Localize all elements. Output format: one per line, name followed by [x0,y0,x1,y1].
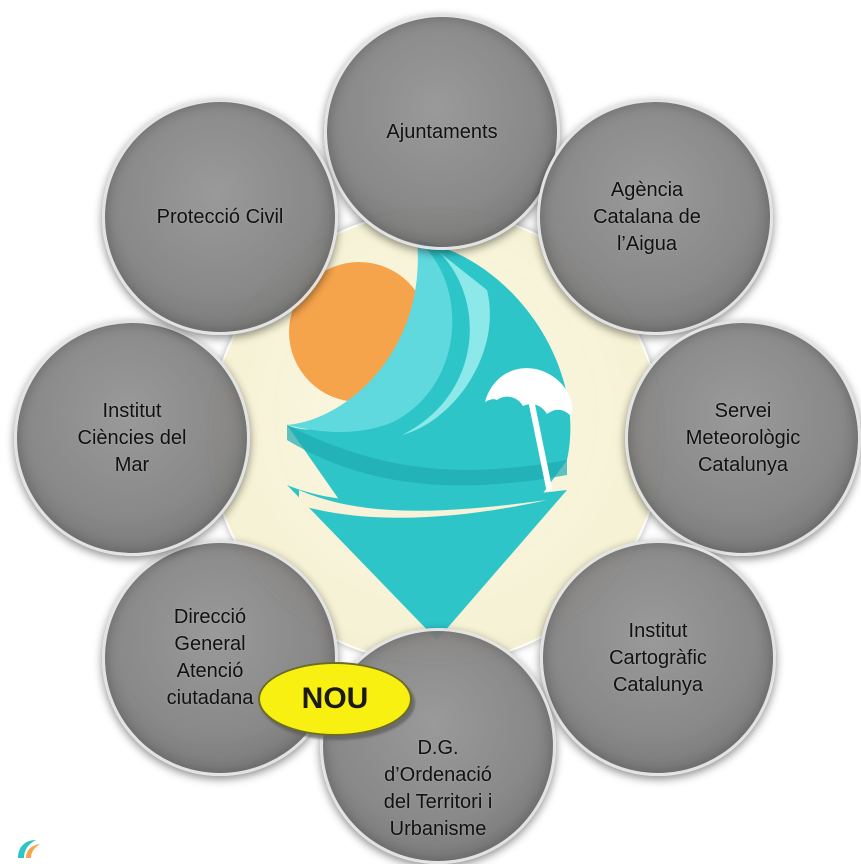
node-ajuntaments-label: Ajuntaments [386,120,498,143]
new-badge: NOU [258,662,412,736]
app-logo-icon [18,840,40,858]
node-smc-label: Servei Meteorològic Catalunya [685,399,801,476]
node-pc-label: Protecció Civil [156,205,284,228]
node-institut-cartografic: Institut Cartogràfic Catalunya [540,540,776,776]
node-direccio-general-atencio: Direcció General Atenció ciutadana [102,540,338,776]
node-proteccio-civil: Protecció Civil [102,99,338,335]
node-aca-label: Agència Catalana de l’Aigua [593,178,701,255]
node-agencia-catalana-aigua: Agència Catalana de l’Aigua [537,99,773,335]
beach-umbrella-icon [485,368,573,491]
new-badge-label: NOU [301,682,369,715]
node-icm-label: Institut Ciències del Mar [77,399,187,476]
node-icc-label: Institut Cartogràfic Catalunya [609,619,707,696]
node-servei-meteorologic: Servei Meteorològic Catalunya [625,320,861,556]
node-dgotu-label: D.G. d’Ordenació del Territori i Urbanis… [383,737,493,840]
node-institut-ciencies-mar: Institut Ciències del Mar [14,320,250,556]
beach-pin-logo-icon [287,240,573,640]
node-ajuntaments: Ajuntaments [324,14,560,250]
node-dgac-label: Direcció General Atenció ciutadana [166,606,254,709]
